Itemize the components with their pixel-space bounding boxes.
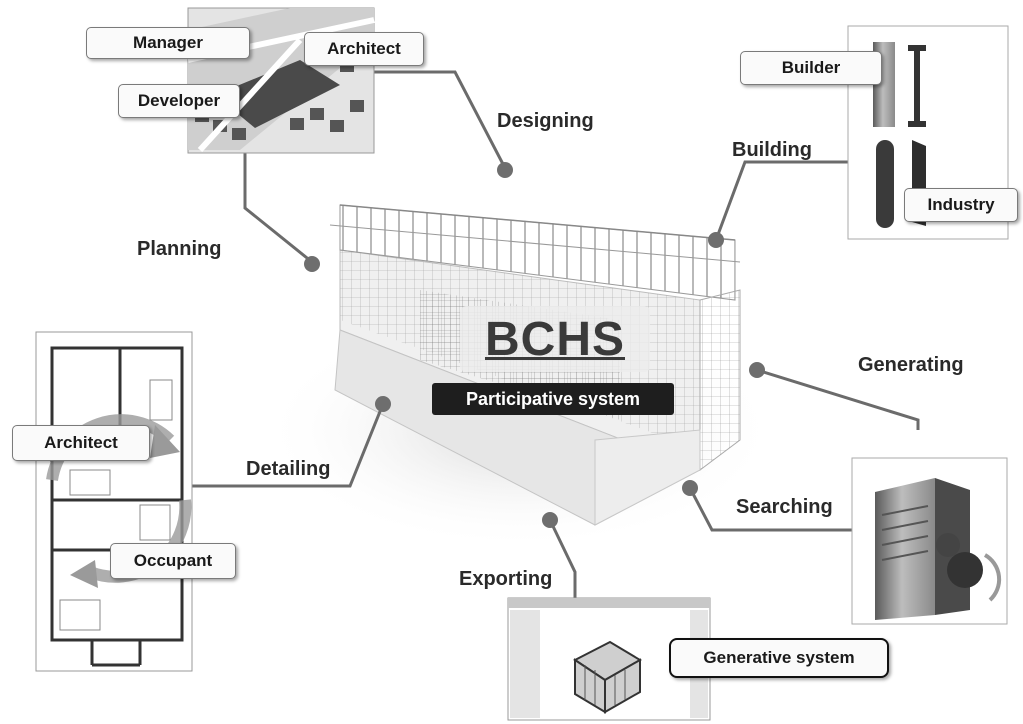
connectors [192, 70, 920, 598]
gear-icon [947, 552, 983, 588]
dot-searching [682, 480, 698, 496]
stage-exporting: Exporting [459, 568, 553, 590]
stage-planning: Planning [137, 238, 222, 260]
gear-icon-small [936, 533, 960, 557]
tag-manager: Manager [86, 27, 250, 59]
connector-designing [372, 70, 507, 169]
connector-planning [243, 152, 313, 264]
center-subtitle: Participative system [432, 383, 674, 415]
tag-occupant: Occupant [110, 543, 236, 579]
tag-developer: Developer [118, 84, 240, 118]
connector-detailing [192, 403, 385, 488]
tag-builder: Builder [740, 51, 882, 85]
dot-detailing [375, 396, 391, 412]
dot-planning [304, 256, 320, 272]
connector-building [714, 160, 878, 241]
dot-building [708, 232, 724, 248]
connector-exporting [548, 519, 577, 598]
center-title: BCHS [484, 312, 625, 366]
dot-designing [497, 162, 513, 178]
connector-dots [304, 162, 765, 528]
stage-detailing: Detailing [246, 458, 331, 480]
dot-generating [749, 362, 765, 378]
stage-building: Building [732, 139, 812, 161]
center-title-box: BCHS [460, 306, 650, 372]
stage-generating: Generating [858, 354, 964, 376]
tag-industry: Industry [904, 188, 1018, 222]
floor-plan-image [35, 331, 193, 672]
server-tower-image [851, 457, 1008, 625]
tag-generative-system: Generative system [669, 638, 889, 678]
dot-exporting [542, 512, 558, 528]
connector-generating [756, 368, 920, 430]
connector-searching [688, 487, 858, 532]
stage-designing: Designing [497, 110, 594, 132]
tag-architect-plan: Architect [12, 425, 150, 461]
tag-architect-top: Architect [304, 32, 424, 66]
stage-searching: Searching [736, 496, 833, 518]
